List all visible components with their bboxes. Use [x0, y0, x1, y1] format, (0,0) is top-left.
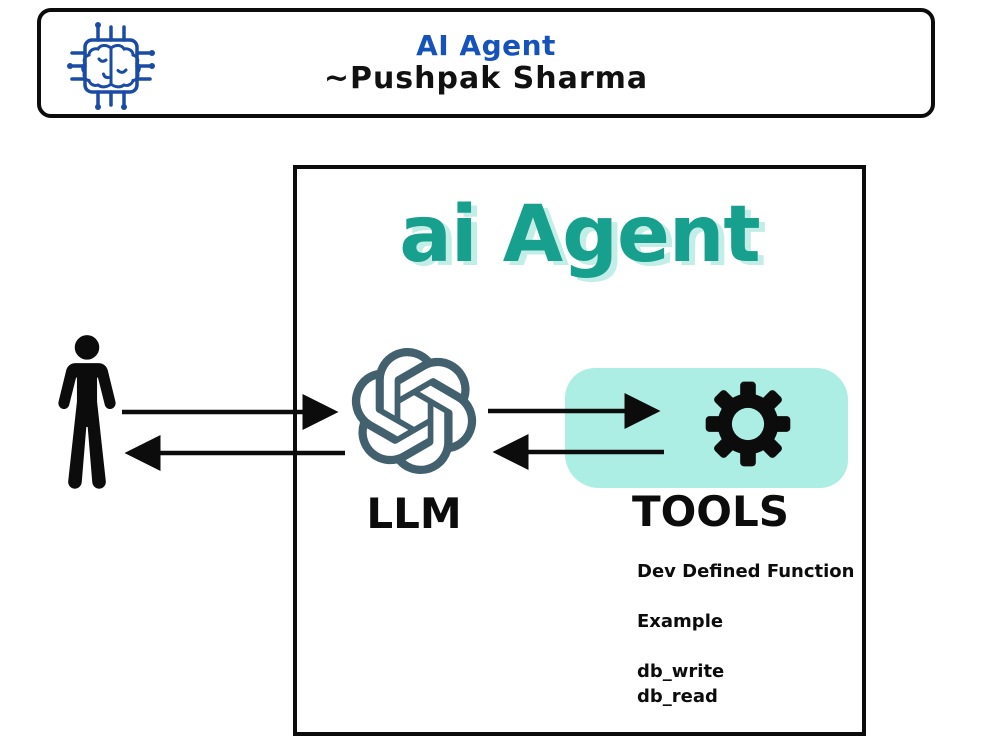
- agent-box-title: ai Agent: [399, 190, 760, 280]
- llm-label: LLM: [366, 489, 462, 538]
- header-titles: AI Agent ~Pushpak Sharma: [41, 12, 931, 114]
- person-icon: [58, 335, 116, 489]
- tools-detail-dev-defined-function: Dev Defined Function: [637, 561, 855, 582]
- tools-detail-example: Example: [637, 611, 724, 632]
- tools-detail-db-write: db_write: [637, 661, 725, 682]
- tools-detail-db-read: db_read: [637, 686, 718, 707]
- header-author: ~Pushpak Sharma: [323, 61, 649, 96]
- header-title: AI Agent: [416, 29, 556, 62]
- brain-chip-icon: [67, 22, 155, 110]
- tools-label: TOOLS: [631, 487, 790, 536]
- openai-logo-icon: [351, 348, 477, 474]
- header-card: AI Agent ~Pushpak Sharma: [37, 8, 935, 118]
- gear-icon: [705, 381, 791, 467]
